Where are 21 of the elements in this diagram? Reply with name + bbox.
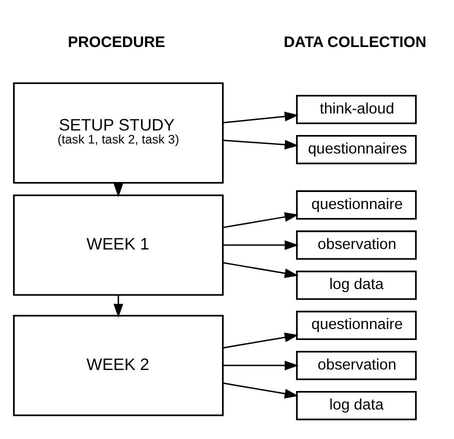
node-box: WEEK 1 <box>13 194 224 296</box>
arrow <box>222 332 299 349</box>
node-box: think-aloud <box>296 94 417 124</box>
label: DATA COLLECTION <box>284 34 426 51</box>
arrow <box>222 140 299 150</box>
arrow <box>222 240 299 250</box>
node-box: WEEK 2 <box>13 314 224 416</box>
node-box: questionnaire <box>296 190 417 220</box>
label: PROCEDURE <box>68 34 166 51</box>
node-box: observation <box>296 230 417 260</box>
arrow <box>114 295 124 318</box>
node-box: questionnaire <box>296 310 417 340</box>
node-box: observation <box>296 350 417 380</box>
node-box: questionnaires <box>296 134 417 164</box>
node-box: log data <box>296 390 417 420</box>
arrow <box>222 212 299 228</box>
arrow <box>222 262 299 278</box>
node-box: log data <box>296 270 417 300</box>
arrow <box>222 360 299 370</box>
arrow <box>222 112 299 124</box>
arrow <box>222 382 299 398</box>
